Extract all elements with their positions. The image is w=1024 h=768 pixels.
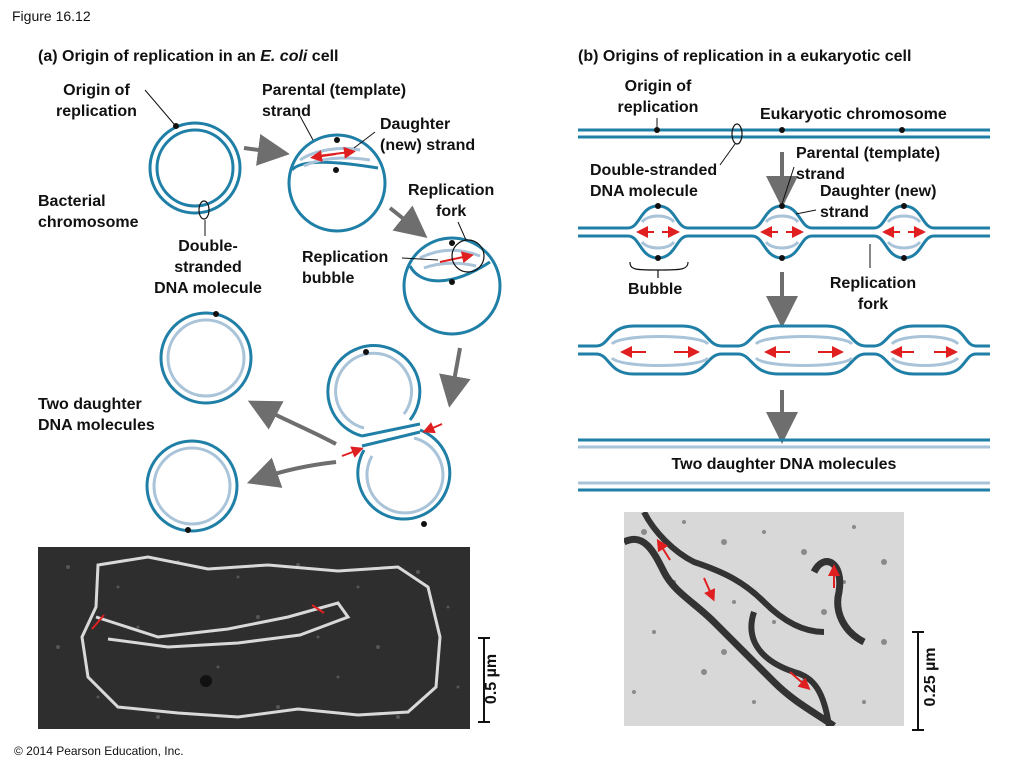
panel-b-title: (b) Origins of replication in a eukaryot…	[578, 48, 912, 65]
process-arrow-5	[246, 457, 337, 488]
label-a-parental: Parental (template)strand	[262, 82, 407, 120]
bubble-brace	[629, 261, 689, 271]
daughter-circle-bottom	[145, 439, 239, 533]
label-b-bubble: Bubble	[628, 281, 683, 298]
replicating-circle-bubble	[402, 236, 502, 336]
ecoli-micrograph	[38, 547, 470, 729]
process-arrow-2	[388, 205, 428, 238]
bubble-leader-line	[401, 257, 439, 261]
daughter-circle-top	[159, 311, 253, 405]
bacterial-chromosome-circle	[148, 121, 242, 220]
label-b-parental: Parental (template)strand	[796, 145, 941, 183]
daughter-leader-line	[353, 131, 376, 149]
chromosome-large-bubbles	[578, 324, 990, 376]
process-arrow-4	[247, 400, 337, 446]
two-daughter-molecules-b	[578, 438, 990, 492]
eukaryotic-micrograph	[624, 512, 904, 726]
label-b-eukaryotic: Eukaryotic chromosome	[760, 106, 947, 123]
label-b-two-daughter: Two daughter DNA molecules	[671, 456, 897, 473]
scale-bar-b-label: 0.25 µm	[922, 647, 939, 707]
origin-leader-line	[144, 89, 175, 125]
panel-a-title: (a) Origin of replication in an E. coli …	[38, 48, 339, 65]
label-a-daughter: Daughter(new) strand	[380, 116, 476, 154]
process-arrow-3	[439, 347, 471, 408]
figure-label: Figure 16.12	[12, 8, 91, 24]
chromosome-small-bubbles	[578, 203, 990, 261]
origin-dot	[173, 123, 179, 129]
scale-bar-a-label: 0.5 µm	[483, 653, 500, 705]
eukaryotic-chromosome	[578, 123, 990, 145]
label-b-daughter: Daughter (new)strand	[820, 183, 937, 221]
fork-highlight-circle	[451, 239, 485, 273]
fork-leader-line	[457, 221, 467, 241]
copyright-notice: © 2014 Pearson Education, Inc.	[14, 744, 184, 758]
process-arrow-1	[243, 134, 290, 166]
replicating-figure-eight	[326, 344, 452, 527]
parental-leader-line	[299, 115, 314, 141]
replicating-circle-early	[287, 133, 387, 233]
dsdna-marker-ellipse	[198, 200, 210, 220]
